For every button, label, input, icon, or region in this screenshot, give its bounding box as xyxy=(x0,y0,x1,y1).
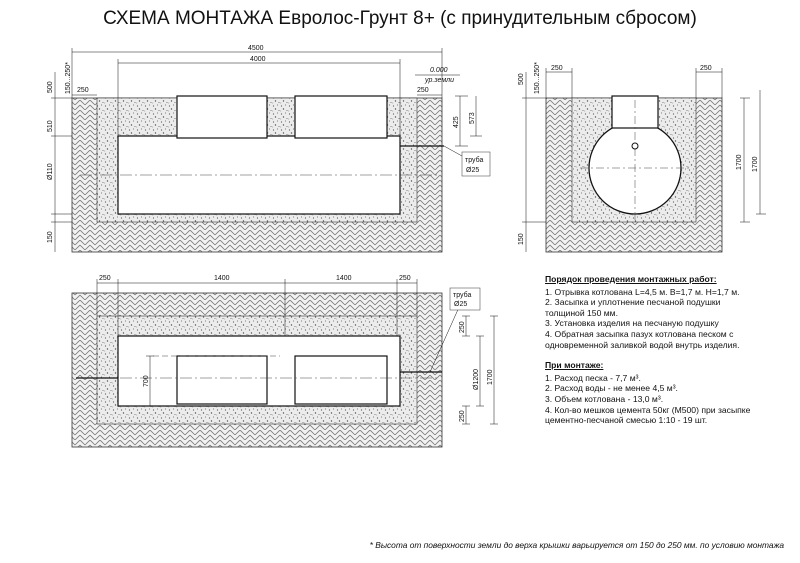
cross-dim-250-right: 250 xyxy=(700,65,712,72)
side-neck-1 xyxy=(176,95,268,139)
cross-dim-1700-outer: 1700 xyxy=(752,156,759,172)
dim-110: Ø110 xyxy=(47,163,54,180)
dim-573: 573 xyxy=(469,112,476,124)
plan-pipe-callout-label: труба xyxy=(453,291,471,299)
instruction-line: 2. Засыпка и уплотнение песчаной подушки xyxy=(545,297,721,308)
cross-dim-500: 500 xyxy=(518,73,525,85)
ground-level-label: ур.земли xyxy=(424,77,454,84)
pipe-callout-diameter: Ø25 xyxy=(466,167,479,174)
ground-level-value: 0.000 xyxy=(430,67,448,74)
plan-dim-700: 700 xyxy=(143,375,150,387)
cross-dim-150: 150 xyxy=(518,233,525,245)
plan-dim-250-top: 250 xyxy=(459,321,466,333)
footnote: * Высота от поверхности земли до верха к… xyxy=(369,540,784,550)
plan-neck-2 xyxy=(294,355,388,405)
notes-panel: Порядок проведения монтажных работ: 1. О… xyxy=(545,274,795,426)
dim-425: 425 xyxy=(453,116,460,128)
plan-dim-250-left: 250 xyxy=(99,275,111,282)
plan-dim-250-bottom: 250 xyxy=(459,410,466,422)
instruction-line: 1. Отрывка котлована L=4,5 м. В=1,7 м. Н… xyxy=(545,286,740,297)
side-view: 4500 4000 250 250 150...250* 500 510 Ø11… xyxy=(47,45,491,253)
cross-dim-250-left: 250 xyxy=(551,65,563,72)
dim-150-bottom: 150 xyxy=(47,231,54,243)
instruction-line: одновременной заливкой водой внутрь изде… xyxy=(545,339,740,350)
instruction-line: 3. Установка изделия на песчаную подушку xyxy=(545,318,719,329)
plan-dim-1400-right: 1400 xyxy=(336,275,352,282)
pipe-callout-label: труба xyxy=(465,156,483,164)
materials-heading: При монтаже: xyxy=(545,360,604,371)
plan-dim-250-right: 250 xyxy=(399,275,411,282)
dim-150-250: 150...250* xyxy=(65,62,72,94)
dim-250-right: 250 xyxy=(417,87,429,94)
material-line: 3. Объем котлована - 13,0 м³. xyxy=(545,393,664,404)
plan-dim-1400-left: 1400 xyxy=(214,275,230,282)
material-line: 1. Расход песка - 7,7 м³. xyxy=(545,372,641,383)
dim-250-left: 250 xyxy=(77,87,89,94)
plan-dim-1200: Ø1200 xyxy=(473,369,480,390)
material-line: цементно-песчаной смесью 1:10 - 19 шт. xyxy=(545,415,708,426)
dim-500: 500 xyxy=(47,81,54,93)
cross-dim-1700-inner: 1700 xyxy=(736,154,743,170)
drawing-title: СХЕМА МОНТАЖА Евролос-Грунт 8+ (с принуд… xyxy=(103,8,697,29)
plan-dim-1700: 1700 xyxy=(487,369,494,385)
side-dim-lines xyxy=(51,48,482,252)
instruction-line: толщиной 150 мм. xyxy=(545,307,618,318)
cross-section: 250 250 500 150...250* 150 1700 1700 xyxy=(518,62,766,253)
instruction-line: 4. Обратная засыпка пазух котлована песк… xyxy=(545,328,734,339)
dim-510: 510 xyxy=(47,120,54,132)
cross-dim-lines xyxy=(522,68,766,252)
plan-pipe-callout-diameter: Ø25 xyxy=(454,301,467,308)
side-neck-2 xyxy=(294,95,388,139)
materials-list: 1. Расход песка - 7,7 м³. 2. Расход воды… xyxy=(545,373,795,426)
plan-pipe-callout-box xyxy=(449,287,481,311)
plan-view: 250 1400 1400 250 250 250 Ø1200 1700 700… xyxy=(71,275,498,448)
cross-dim-150-250: 150...250* xyxy=(534,62,541,94)
cross-pipe-outlet xyxy=(631,142,639,150)
instructions-list: 1. Отрывка котлована L=4,5 м. В=1,7 м. Н… xyxy=(545,287,795,351)
plan-neck-1 xyxy=(176,355,268,405)
dim-4500: 4500 xyxy=(248,45,264,52)
dim-4000: 4000 xyxy=(250,56,266,63)
material-line: 4. Кол-во мешков цемента 50кг (М500) при… xyxy=(545,404,751,415)
plan-dim-lines xyxy=(96,279,498,425)
pipe-callout-box xyxy=(461,151,491,177)
instructions-heading: Порядок проведения монтажных работ: xyxy=(545,274,717,284)
material-line: 2. Расход воды - не менее 4,5 м³. xyxy=(545,383,678,394)
